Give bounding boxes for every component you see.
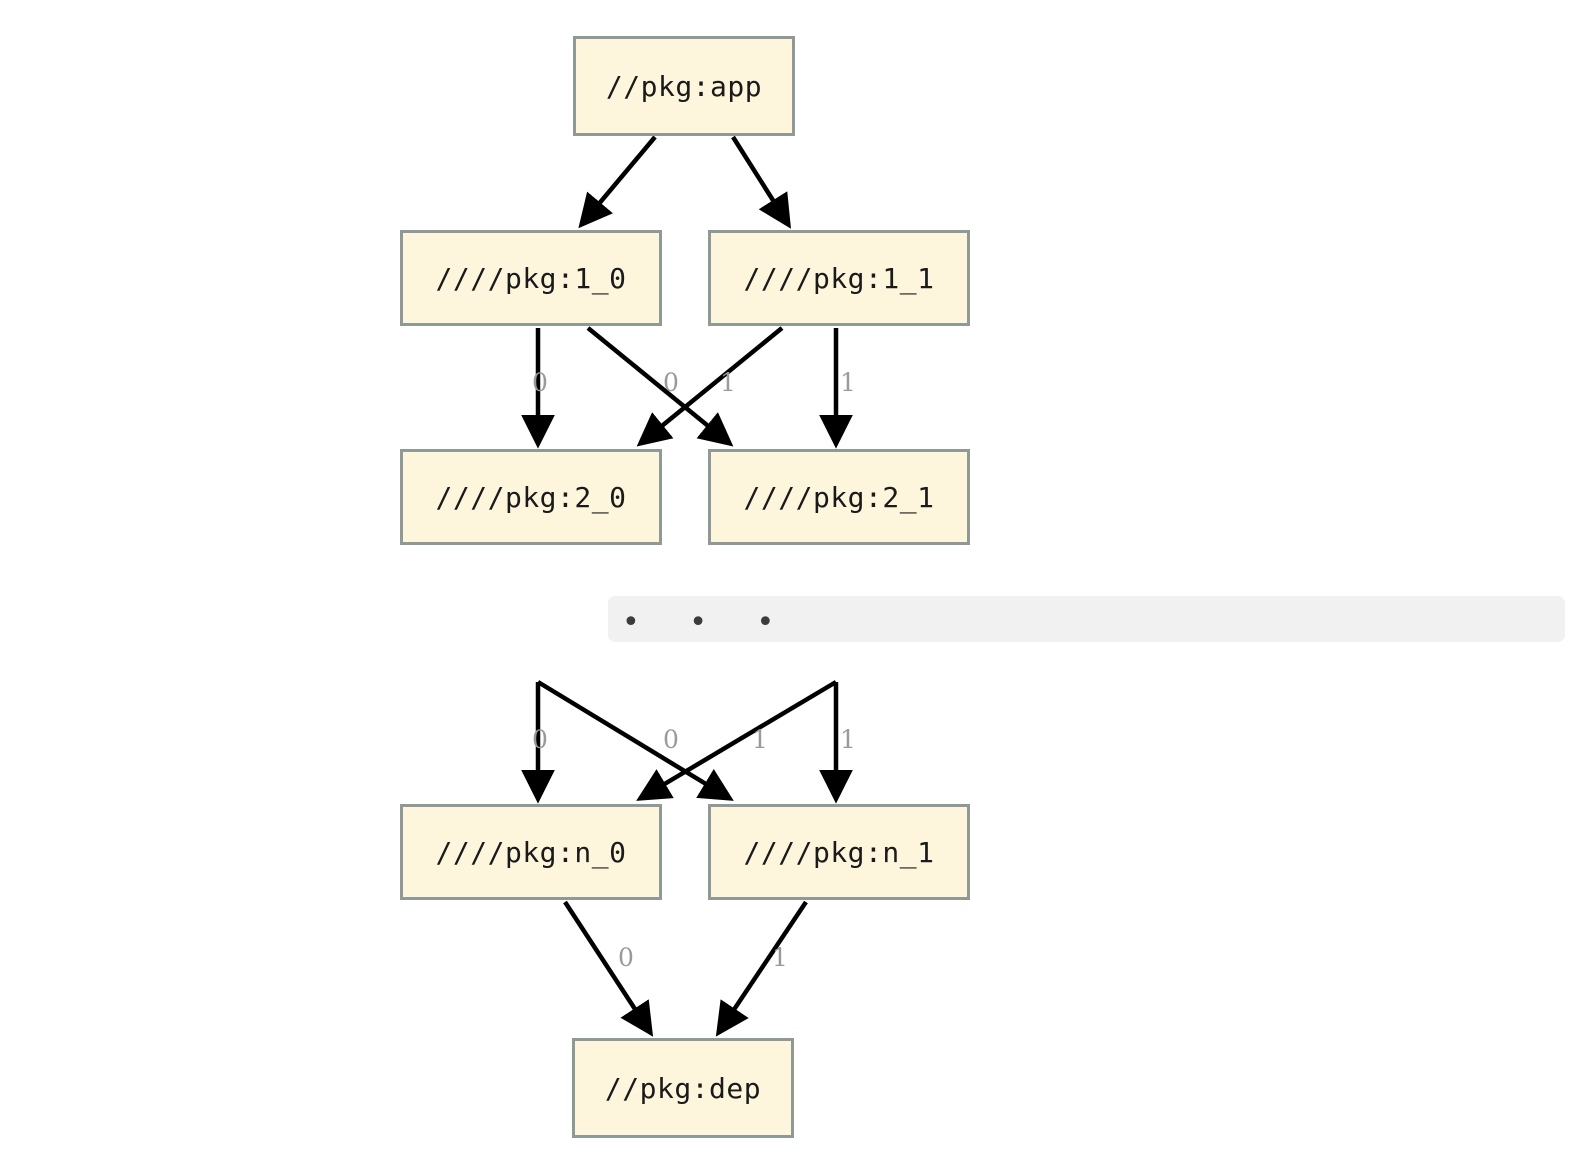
node-label: ////pkg:1_0: [435, 261, 627, 295]
edge-label-truncated-right-to-n-0: 1: [752, 725, 768, 754]
edge-label-truncated-to-n-0: 0: [532, 725, 548, 754]
node-pkg-2-1[interactable]: ////pkg:2_1: [708, 449, 970, 545]
node-pkg-1-1[interactable]: ////pkg:1_1: [708, 230, 970, 326]
ellipsis-dots: • • •: [622, 605, 795, 640]
node-label: ////pkg:1_1: [743, 261, 935, 295]
edge-label-truncated-to-n-1: 1: [840, 725, 856, 754]
node-app[interactable]: //pkg:app: [573, 36, 795, 136]
edge-label-1-0-to-2-1: 0: [663, 368, 679, 397]
edge-label-n-0-to-dep: 0: [618, 943, 634, 972]
node-label: ////pkg:2_1: [743, 480, 935, 514]
truncation-ellipsis-band: • • •: [608, 596, 1565, 642]
edge-n-0-to-dep: [563, 900, 654, 1037]
node-pkg-n-1[interactable]: ////pkg:n_1: [708, 804, 970, 900]
edge-1-1-to-2-0: [636, 326, 784, 447]
node-pkg-1-0[interactable]: ////pkg:1_0: [400, 230, 662, 326]
edge-label-1-1-to-2-1: 1: [840, 368, 856, 397]
node-label: //pkg:dep: [604, 1071, 762, 1105]
node-label: ////pkg:n_1: [743, 835, 935, 869]
edge-n-1-to-dep: [715, 900, 808, 1037]
edge-label-n-1-to-dep: 1: [772, 943, 788, 972]
edge-label-1-1-to-2-0: 1: [720, 368, 736, 397]
node-label: ////pkg:n_0: [435, 835, 627, 869]
edge-1-0-to-2-1: [586, 326, 734, 447]
node-label: ////pkg:2_0: [435, 480, 627, 514]
edge-truncated-right-to-n-0: [636, 680, 838, 801]
edge-label-truncated-left-to-n-1: 0: [663, 725, 679, 754]
node-label: //pkg:app: [605, 69, 763, 103]
node-pkg-2-0[interactable]: ////pkg:2_0: [400, 449, 662, 545]
edge-label-1-0-to-2-0: 0: [532, 368, 548, 397]
node-pkg-n-0[interactable]: ////pkg:n_0: [400, 804, 662, 900]
node-dep[interactable]: //pkg:dep: [572, 1038, 794, 1138]
edge-app-to-1-0: [578, 135, 657, 229]
edge-truncated-left-to-n-1: [536, 680, 734, 801]
edge-app-to-1-1: [731, 135, 792, 229]
